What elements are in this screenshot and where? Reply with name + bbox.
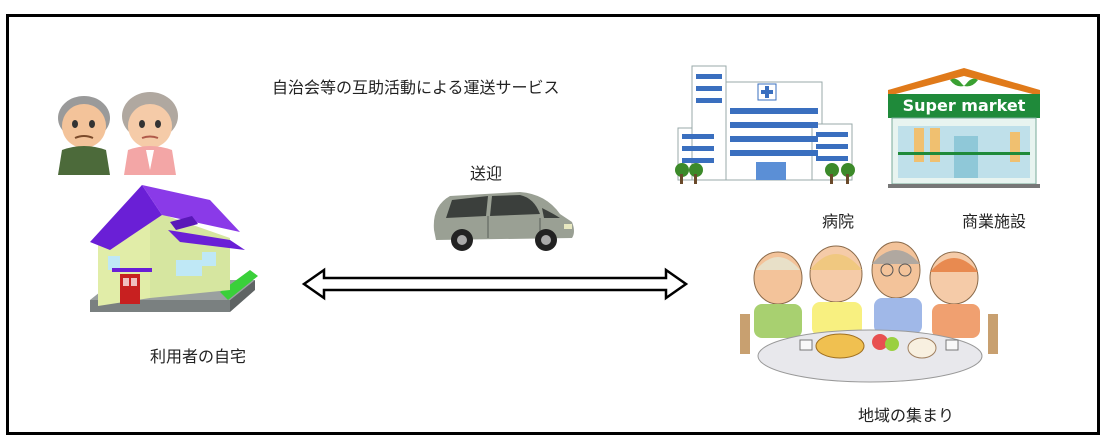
- double-arrow: [301, 267, 689, 301]
- diagram-frame: [6, 14, 1100, 435]
- diagram-title: 自治会等の互助活動による運送サービス: [272, 78, 560, 97]
- commercial-facility-label: 商業施設: [962, 212, 1027, 231]
- community-gathering-illustration: [740, 241, 998, 383]
- supermarket-sign-text: Super market: [902, 96, 1026, 115]
- transport-label: 送迎: [470, 164, 503, 183]
- van-illustration: [433, 192, 574, 251]
- hospital-label: 病院: [822, 212, 855, 231]
- supermarket-illustration: Super market: [884, 66, 1044, 190]
- hospital-illustration: [675, 65, 855, 184]
- house-illustration: [90, 185, 258, 312]
- elderly-couple-illustration: [58, 92, 178, 175]
- community-gathering-label: 地域の集まり: [858, 406, 955, 425]
- home-label: 利用者の自宅: [150, 347, 247, 366]
